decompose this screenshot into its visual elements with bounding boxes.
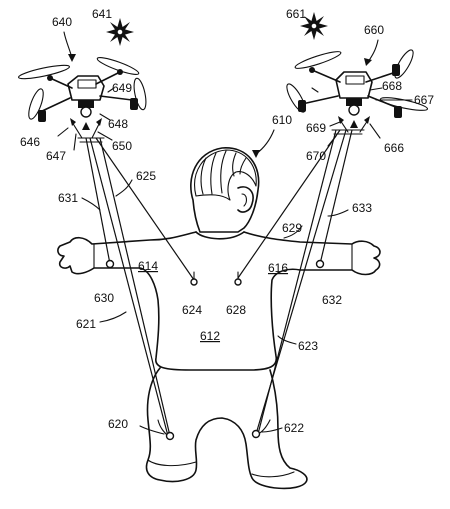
marker-624 [190,278,198,286]
label-629: 629 [282,221,302,235]
beam-625 [95,137,195,281]
left-drone-body [67,75,105,101]
label-648: 648 [108,117,128,131]
torso-outline [57,231,381,371]
marker-628 [234,278,242,286]
marker-632 [315,259,325,269]
label-661: 661 [286,7,306,21]
label-667: 667 [414,93,434,107]
legs-outline [145,367,308,490]
label-633: 633 [352,201,372,215]
left-drone-propeller [28,88,44,120]
label-614: 614 [138,259,158,273]
label-610: 610 [272,113,292,127]
label-623: 623 [298,339,318,353]
right-drone [286,12,429,147]
label-649: 649 [112,81,132,95]
label-621: 621 [76,317,96,331]
label-625: 625 [136,169,156,183]
beam-629 [237,129,341,279]
left-drone-propeller [96,57,140,75]
beam-631 [85,137,111,265]
label-630: 630 [94,291,114,305]
label-616: 616 [268,261,288,275]
label-640: 640 [52,15,72,29]
right-drone-body [335,71,373,99]
label-624: 624 [182,303,202,317]
marker-622 [251,429,261,439]
label-668: 668 [382,79,402,93]
label-622: 622 [284,421,304,435]
compass-icon [106,18,134,46]
left-drone-propeller [18,64,70,80]
beam-633 [319,129,353,265]
person [57,147,381,490]
label-leaders [81,129,349,435]
markers [105,259,325,441]
right-drone-propeller [294,51,342,69]
label-641: 641 [92,7,112,21]
right-drone-propeller [394,49,414,79]
beam-621 [89,137,169,437]
label-628: 628 [226,303,246,317]
label-620: 620 [108,417,128,431]
compass-icon [300,12,328,40]
ear [237,186,254,213]
left-drone-propeller [133,77,147,111]
marker-630 [105,259,115,269]
reference-labels: 640 641 649 648 650 646 647 661 660 668 … [20,7,434,435]
marker-620 [165,431,175,441]
collar [195,231,245,240]
hair [194,149,257,201]
left-drone [18,18,147,151]
label-646: 646 [20,135,40,149]
head-outline [190,147,260,233]
label-632: 632 [322,293,342,307]
label-666: 666 [384,141,404,155]
label-660: 660 [364,23,384,37]
label-670: 670 [306,149,326,163]
label-650: 650 [112,139,132,153]
label-647: 647 [46,149,66,163]
label-631: 631 [58,191,78,205]
beams [85,129,353,437]
label-669: 669 [306,121,326,135]
label-612: 612 [200,329,220,343]
